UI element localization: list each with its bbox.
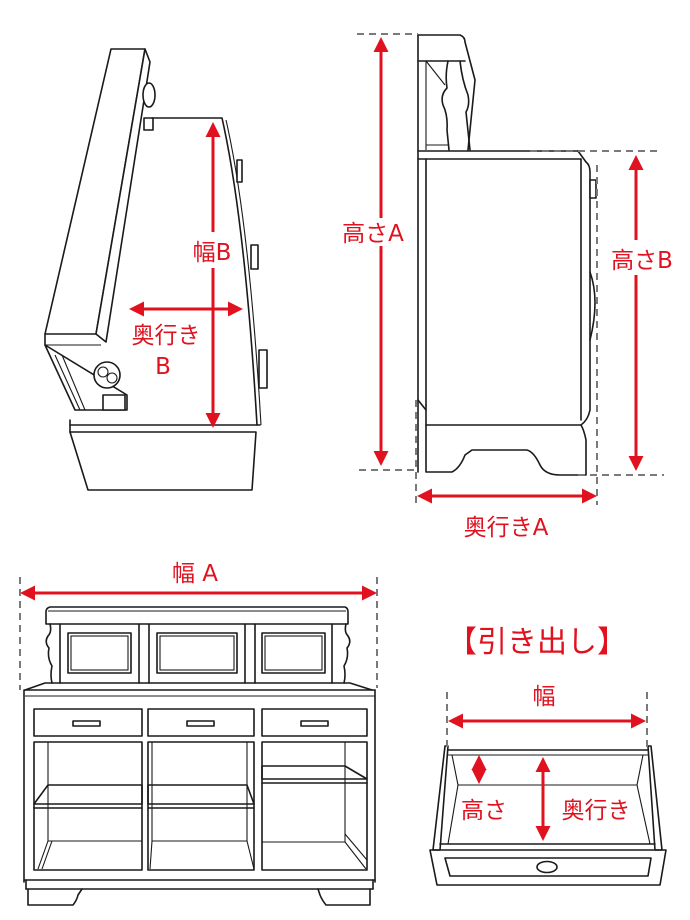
drawer-right-wall bbox=[647, 745, 663, 851]
side-view-guides bbox=[357, 33, 664, 505]
front-view-drawing bbox=[23, 606, 376, 906]
height-a-dimension: 高さA bbox=[342, 37, 404, 466]
front-view-foot-right bbox=[317, 888, 371, 906]
depth-b-label-line1: 奥行き bbox=[132, 323, 201, 349]
drawer-height-label: 高さ bbox=[461, 798, 507, 824]
width-a-dimension: 幅 A bbox=[20, 561, 377, 601]
drawer-depth-dimension: 奥行き bbox=[535, 757, 635, 841]
width-a-label: 幅 A bbox=[172, 561, 218, 587]
side-view-pull-bottom bbox=[589, 271, 596, 341]
drawer-width-label: 幅 bbox=[533, 684, 556, 710]
drawer-guides bbox=[446, 692, 648, 748]
drawer-front-panel bbox=[429, 849, 667, 886]
depth-a-dimension: 奥行きA bbox=[417, 488, 597, 541]
front-view-panel-center bbox=[156, 632, 238, 674]
top-view-width-dimension: 幅B bbox=[193, 122, 232, 428]
front-view-foot-left bbox=[27, 888, 83, 906]
drawer-3-handle bbox=[300, 720, 329, 727]
front-view-post-left bbox=[45, 623, 53, 684]
drawer-left-wall bbox=[432, 745, 449, 851]
top-view-finial bbox=[93, 361, 126, 411]
front-view-compartment-center bbox=[147, 741, 255, 871]
drawer-section-title: 【引き出し】 bbox=[447, 625, 627, 660]
side-view-hutch-top bbox=[417, 34, 476, 151]
front-view-drawer-1 bbox=[33, 708, 143, 737]
drawer-depth-label: 奥行き bbox=[562, 798, 631, 824]
height-a-label: 高さA bbox=[342, 221, 404, 247]
depth-a-label: 奥行きA bbox=[464, 515, 549, 541]
top-view-pull-1 bbox=[236, 159, 243, 183]
side-view-drawing bbox=[417, 34, 597, 476]
top-view-body-top bbox=[151, 117, 258, 426]
front-view-crown bbox=[45, 606, 349, 625]
top-view-hutch-slab-side bbox=[95, 48, 151, 343]
side-view-base bbox=[425, 404, 587, 476]
drawer-2-handle bbox=[186, 720, 215, 727]
front-view-panel-right bbox=[261, 632, 326, 674]
depth-b-label-line2: B bbox=[155, 354, 171, 380]
front-view-panel-left bbox=[67, 632, 132, 674]
height-b-label: 高さB bbox=[611, 248, 673, 274]
width-b-label: 幅B bbox=[193, 240, 232, 266]
height-b-dimension: 高さB bbox=[603, 155, 685, 471]
front-view-drawer-3 bbox=[261, 708, 368, 737]
drawer-drawing bbox=[429, 745, 667, 886]
top-view-finial-top bbox=[142, 82, 156, 131]
front-view-compartment-left bbox=[33, 741, 143, 871]
top-view-depth-dimension: 奥行き B bbox=[122, 301, 243, 380]
drawer-height-dimension: 高さ bbox=[461, 755, 507, 824]
top-view-drawing bbox=[44, 48, 268, 491]
top-view-pull-2 bbox=[250, 244, 259, 270]
top-view-plinth bbox=[69, 431, 257, 491]
side-view-pull-top bbox=[589, 179, 597, 199]
drawer-front-inset bbox=[444, 857, 652, 877]
front-view-compartment-right bbox=[261, 741, 368, 871]
drawer-width-dimension: 幅 bbox=[448, 684, 646, 729]
side-view-carved-post bbox=[441, 60, 471, 151]
drawer-knob bbox=[536, 860, 558, 874]
front-view-post-right bbox=[343, 623, 351, 684]
front-view-drawer-2 bbox=[147, 708, 255, 737]
drawer-1-handle bbox=[72, 720, 101, 727]
side-view-front-edge bbox=[580, 161, 591, 426]
top-view-pull-3 bbox=[258, 349, 268, 389]
